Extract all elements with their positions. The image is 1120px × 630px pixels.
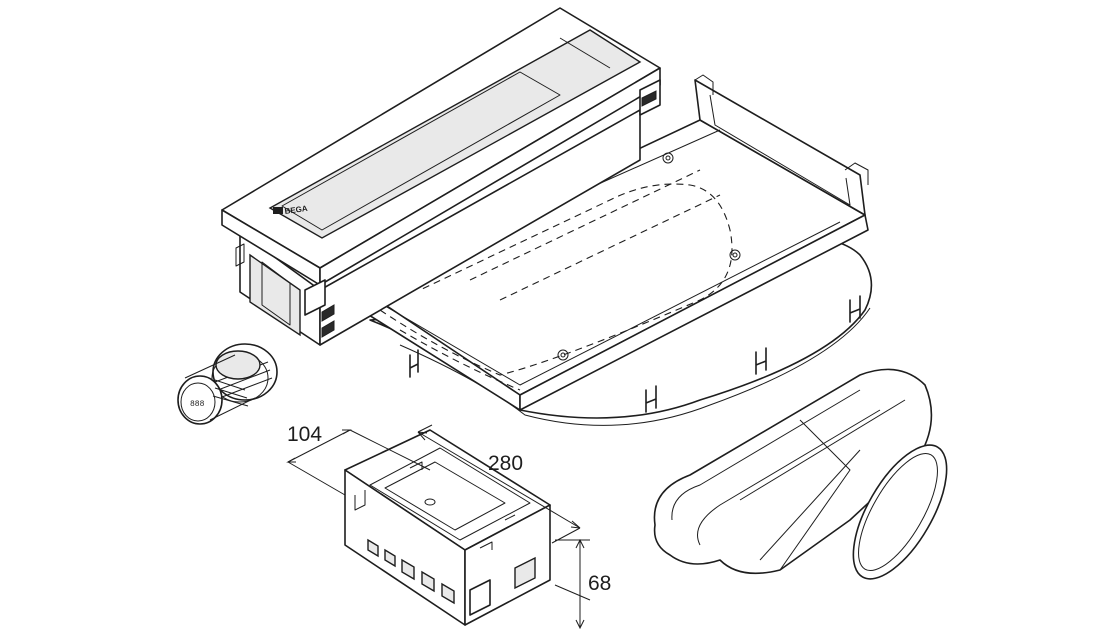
remote-control-knob xyxy=(177,343,278,425)
brand-logo-text: BEGA xyxy=(284,204,308,216)
brand-logo-mark xyxy=(273,207,283,214)
dimension-height xyxy=(554,538,591,630)
floor-box-housing xyxy=(221,7,661,346)
dimension-height-label: 68 xyxy=(588,572,611,595)
remote-display-readout: 888 xyxy=(190,400,205,409)
dimension-length-label: 280 xyxy=(488,452,523,475)
dimension-width xyxy=(286,429,431,496)
air-duct-elbow xyxy=(653,368,948,580)
control-module xyxy=(344,429,551,626)
dimension-width-label: 104 xyxy=(287,423,322,446)
